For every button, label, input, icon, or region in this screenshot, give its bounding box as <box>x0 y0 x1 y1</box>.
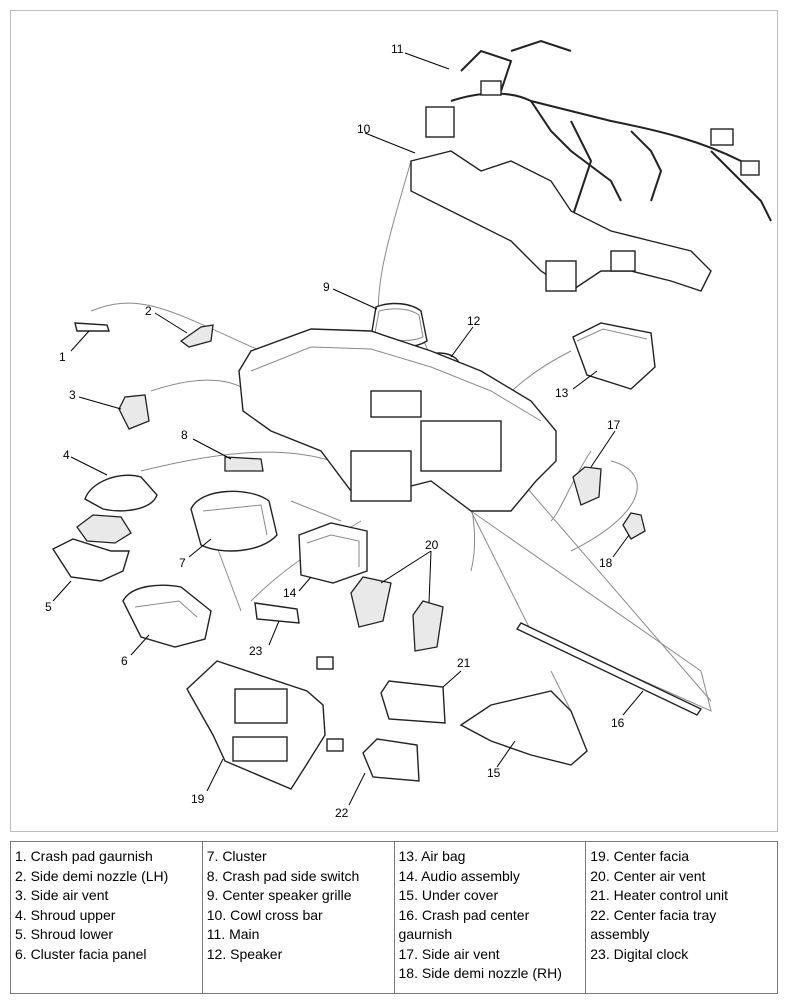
legend-column-4: 19. Center facia 20. Center air vent 21.… <box>586 842 777 993</box>
legend-column-2: 7. Cluster 8. Crash pad side switch 9. C… <box>203 842 395 993</box>
part-crash-pad-gaurnish <box>74 322 110 332</box>
callout-21: 21 <box>457 656 471 670</box>
part-crash-pad <box>238 328 557 512</box>
legend-item: 7. Cluster <box>206 848 267 864</box>
callout-23: 23 <box>249 644 263 658</box>
part-side-air-vent-rh <box>572 466 602 506</box>
legend-item: 9. Center speaker grille <box>206 887 352 903</box>
legend-item: 17. Side air vent <box>398 945 500 962</box>
callout-8: 8 <box>181 428 188 442</box>
callout-17: 17 <box>607 418 621 432</box>
callout-12: 12 <box>467 314 481 328</box>
legend-item: 19. Center facia <box>590 848 690 864</box>
legend-item: 14. Audio assembly <box>398 867 520 884</box>
legend-item: 6. Cluster facia panel <box>15 945 147 962</box>
exploded-parts-diagram: 1 2 3 4 5 6 7 8 9 10 11 12 13 14 15 16 1… <box>10 10 778 832</box>
parts-legend-table: 1. Crash pad gaurnish 2. Side demi nozzl… <box>10 841 778 994</box>
legend-item: 8. Crash pad side switch <box>206 867 360 884</box>
legend-item: 1. Crash pad gaurnish <box>15 848 153 864</box>
callout-15: 15 <box>487 766 501 780</box>
legend-item: 4. Shroud upper <box>15 906 116 923</box>
legend-item: 2. Side demi nozzle (LH) <box>15 867 169 884</box>
callout-10: 10 <box>357 122 371 136</box>
part-side-air-vent-lh <box>118 394 150 430</box>
part-cluster <box>190 490 278 552</box>
callout-7: 7 <box>179 556 186 570</box>
callout-9: 9 <box>323 280 330 294</box>
legend-item: 20. Center air vent <box>590 867 706 884</box>
callout-3: 3 <box>69 388 76 402</box>
legend-item: 23. Digital clock <box>590 945 689 962</box>
callout-19: 19 <box>191 792 205 806</box>
part-center-air-vent-left <box>350 576 392 628</box>
part-shroud-key <box>76 514 132 544</box>
part-cowl-cross-bar <box>410 106 712 292</box>
legend-item: 10. Cowl cross bar <box>206 906 323 923</box>
callout-11: 11 <box>391 42 404 56</box>
callout-20: 20 <box>425 538 439 552</box>
callout-4: 4 <box>63 448 70 462</box>
part-center-facia <box>186 660 326 790</box>
part-center-air-vent-right <box>412 600 444 652</box>
legend-item: 18. Side demi nozzle (RH) <box>398 965 562 981</box>
callout-6: 6 <box>121 654 128 668</box>
part-crash-pad-side-switch <box>224 456 264 472</box>
legend-item: 13. Air bag <box>398 848 466 864</box>
callout-22: 22 <box>335 806 349 820</box>
diagram-drawing: 1 2 3 4 5 6 7 8 9 10 11 12 13 14 15 16 1… <box>45 39 772 820</box>
legend-item: 11. Main <box>206 926 260 942</box>
callout-14: 14 <box>283 586 297 600</box>
callout-labels: 1 2 3 4 5 6 7 8 9 10 11 12 13 14 15 16 1… <box>45 42 625 820</box>
part-side-demi-nozzle-rh <box>622 512 646 540</box>
leader-lines <box>52 52 644 806</box>
legend-column-3: 13. Air bag 14. Audio assembly 15. Under… <box>395 842 587 993</box>
callout-5: 5 <box>45 600 52 614</box>
part-side-demi-nozzle-lh <box>179 324 214 348</box>
callout-2: 2 <box>145 304 152 318</box>
part-audio-assembly <box>298 522 368 584</box>
legend-item: 22. Center facia tray assembly <box>590 906 721 943</box>
callout-1: 1 <box>59 350 66 364</box>
legend-item: 12. Speaker <box>206 945 283 962</box>
callout-18: 18 <box>599 556 613 570</box>
part-shroud-upper <box>84 474 158 512</box>
legend-item: 21. Heater control unit <box>590 887 728 903</box>
part-shroud-lower <box>51 538 130 582</box>
part-main-harness <box>450 39 772 222</box>
part-cluster-facia-panel <box>122 584 212 648</box>
legend-item: 3. Side air vent <box>15 887 109 903</box>
callout-13: 13 <box>555 386 569 400</box>
legend-column-1: 1. Crash pad gaurnish 2. Side demi nozzl… <box>11 842 203 993</box>
part-digital-clock <box>254 602 344 752</box>
part-center-facia-tray <box>362 738 420 782</box>
legend-item: 16. Crash pad center gaurnish <box>398 906 534 943</box>
part-under-cover <box>459 690 588 766</box>
part-air-bag <box>572 322 656 390</box>
part-crash-pad-center-gaurnish <box>515 622 703 716</box>
part-heater-control-unit <box>380 680 446 724</box>
callout-16: 16 <box>611 716 625 730</box>
legend-item: 5. Shroud lower <box>15 926 114 942</box>
legend-item: 15. Under cover <box>398 887 499 903</box>
